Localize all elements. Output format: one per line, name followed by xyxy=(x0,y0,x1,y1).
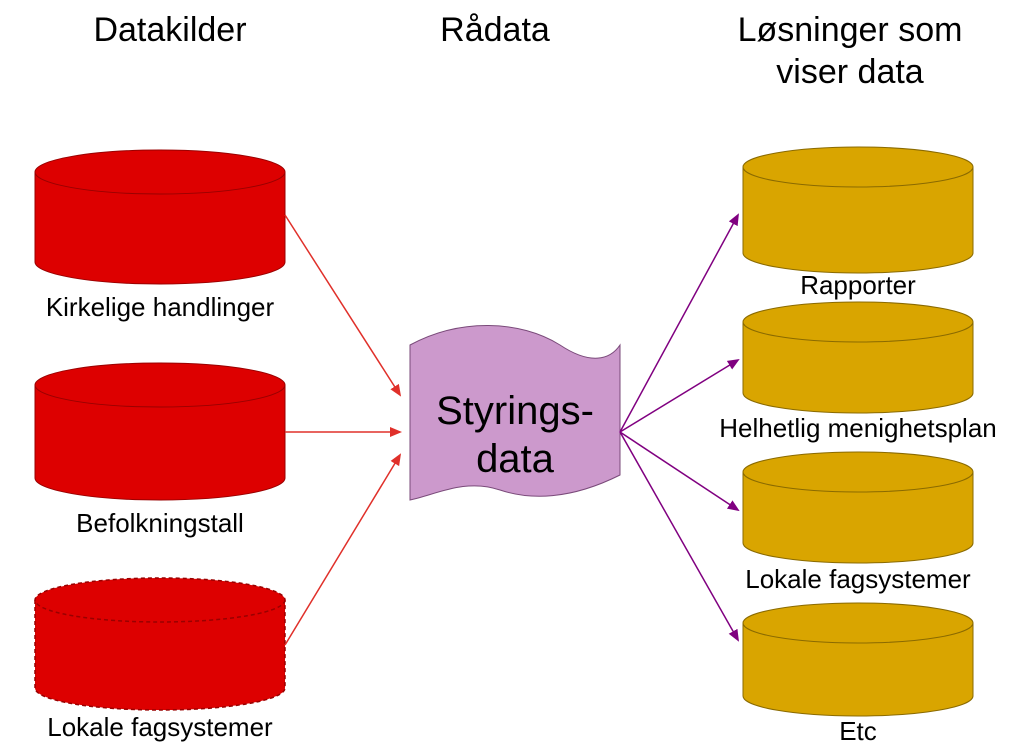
source-label-befolkningstall: Befolkningstall xyxy=(76,508,244,538)
input-arrows xyxy=(284,214,402,646)
source-database-lokale-fagsystemer xyxy=(34,577,286,711)
output-label-lokale-fagsystemer: Lokale fagsystemer xyxy=(745,564,971,594)
output-database-helhetlig-menighetsplan xyxy=(742,301,974,414)
arrow-from-kirkelige-handlinger xyxy=(284,214,402,397)
heading-radata: Rådata xyxy=(440,11,550,49)
output-arrows xyxy=(619,213,740,642)
heading-datakilder: Datakilder xyxy=(93,11,247,49)
arrow-to-etc xyxy=(619,431,739,642)
output-database-lokale-fagsystemer xyxy=(742,451,974,564)
arrow-to-rapporter xyxy=(619,213,739,433)
arrow-from-lokale-fagsystemer xyxy=(284,453,402,646)
styringsdata-document-shape xyxy=(409,325,621,501)
output-database-rapporter xyxy=(742,146,974,274)
source-database-befolkningstall xyxy=(34,362,286,501)
heading-losninger-line2: viser data xyxy=(776,53,924,91)
source-label-kirkelige-handlinger: Kirkelige handlinger xyxy=(45,292,275,322)
output-label-helhetlig-menighetsplan: Helhetlig menighetsplan xyxy=(719,413,997,443)
output-label-etc: Etc xyxy=(839,716,877,746)
center-label-line1: Styrings- xyxy=(436,389,594,433)
center-label-line2: data xyxy=(476,437,554,481)
heading-losninger-line1: Løsninger som xyxy=(737,11,963,49)
output-label-rapporter: Rapporter xyxy=(800,270,916,300)
arrow-to-helhetlig-menighetsplan xyxy=(619,358,740,433)
output-database-etc xyxy=(742,602,974,717)
arrow-to-lokale-fagsystemer xyxy=(619,431,740,512)
source-database-kirkelige-handlinger xyxy=(34,149,286,285)
source-label-lokale-fagsystemer: Lokale fagsystemer xyxy=(47,712,273,742)
